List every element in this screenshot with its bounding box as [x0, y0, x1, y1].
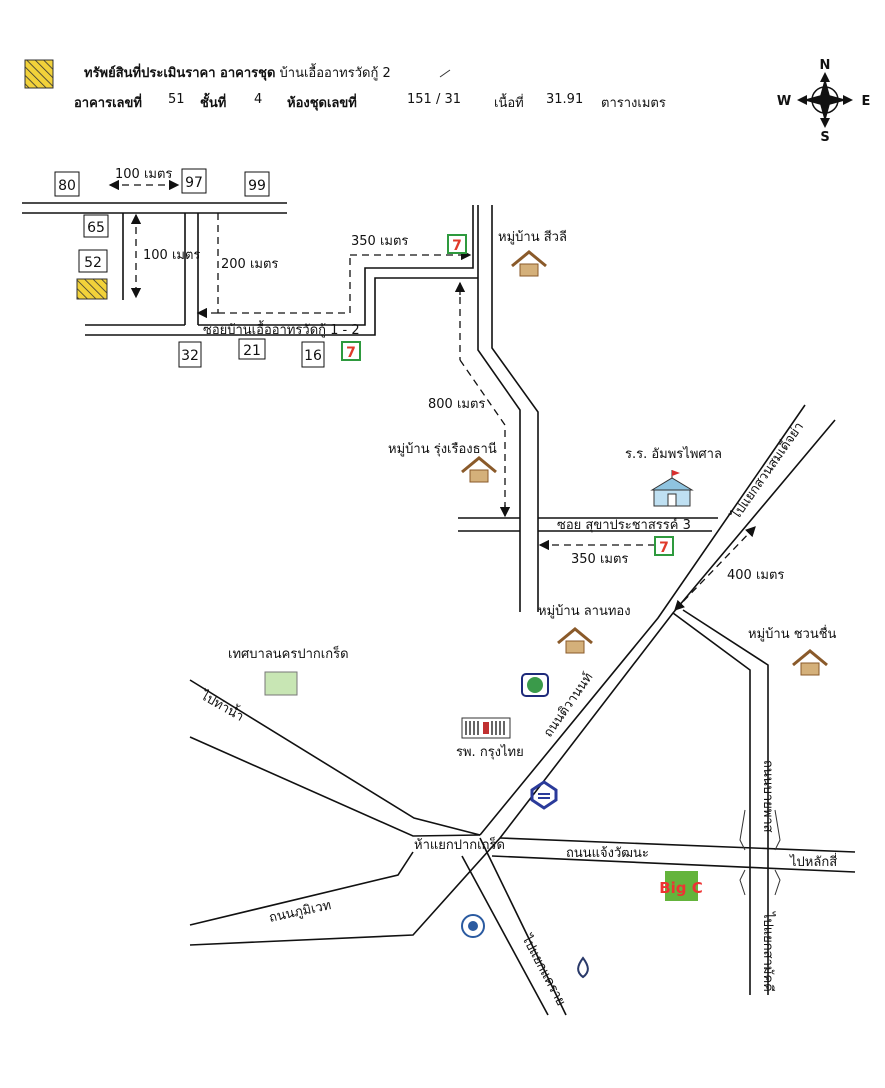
svg-text:7: 7: [346, 345, 356, 361]
compass-e: E: [862, 94, 871, 109]
road-to-tha-nam: ไปท่าน้ำ: [197, 685, 247, 725]
label-intersection: ห้าแยกปากเกร็ด: [414, 835, 505, 853]
plot-21: 21: [243, 343, 261, 359]
header-title: ทรัพย์สินที่ประเมินราคา อาคารชุด: [84, 66, 276, 81]
compass-s: S: [820, 130, 829, 145]
road-bypass-bottom: ไปแยกสามัคคี: [760, 911, 776, 992]
bank-icon: [521, 673, 549, 697]
distance-markers: [108, 179, 756, 611]
plot-80: 80: [58, 178, 76, 194]
road-to-khae-rai: ไปแยกแคราย: [518, 931, 569, 1008]
main-road-network: [189, 404, 856, 1016]
dist-350-soi: 350 เมตร: [571, 552, 628, 567]
svg-text:Big C: Big C: [659, 879, 703, 897]
road-to-lak-si: ไปหลักสี่: [789, 853, 837, 870]
plot-32: 32: [181, 348, 199, 364]
unit-no: 151 / 31: [407, 92, 461, 107]
area-label: เนื้อที่: [494, 96, 524, 111]
temple-icon: [461, 914, 485, 938]
upper-road-network: [22, 202, 718, 612]
svg-text:7: 7: [452, 238, 462, 254]
label-village-lanthong: หมู่บ้าน ลานทอง: [538, 604, 631, 619]
label-village-siwali: หมู่บ้าน สีวลี: [498, 229, 567, 245]
road-soi-uea: ซอยบ้านเอื้ออาทรวัดกู้ 1 - 2: [203, 320, 360, 338]
seven-eleven-icon: 7: [447, 234, 467, 254]
drop-icon: [577, 956, 589, 979]
plot-99: 99: [248, 178, 266, 194]
area-unit: ตารางเมตร: [601, 96, 666, 111]
building-no: 51: [168, 92, 185, 107]
plot-97: 97: [185, 175, 203, 191]
school-icon: [650, 470, 694, 507]
road-phumiwet: ถนนภูมิเวท: [268, 898, 333, 926]
compass-icon: N S E W: [777, 58, 871, 145]
dist-100-side: 100 เมตร: [143, 248, 200, 263]
subject-legend-swatch: [24, 59, 54, 89]
bigc-icon: Big C: [659, 871, 703, 901]
road-soi-sukha: ซอย สุขาประชาสรรค์ 3: [557, 517, 691, 533]
plot-65: 65: [87, 220, 105, 236]
seven-eleven-icon: 7: [341, 341, 361, 361]
label-school: ร.ร. อัมพรไพศาล: [625, 446, 722, 462]
label-hospital: รพ. กรุงไทย: [456, 744, 524, 760]
road-bypass-top: ถนนบายพาส: [760, 760, 775, 833]
bank-icon: [530, 780, 558, 810]
label-municipality: เทศบาลนครปากเกร็ด: [228, 644, 349, 662]
compass-n: N: [820, 58, 831, 73]
plot-52: 52: [84, 255, 102, 271]
svg-text:7: 7: [659, 540, 669, 556]
building-label: อาคารเลขที่: [74, 96, 142, 111]
unit-label: ห้องชุดเลขที่: [287, 96, 357, 111]
municipality-icon: [264, 671, 298, 696]
seven-eleven-icon: 7: [654, 536, 674, 556]
village-icon: [557, 627, 593, 654]
road-to-lam-khlong: ไปแยกสวนสมเด็จย่า: [726, 418, 807, 523]
label-village-chuanchuen: หมู่บ้าน ชวนชื่น: [748, 625, 837, 642]
village-icon: [792, 649, 828, 676]
header-line1: ทรัพย์สินที่ประเมินราคา อาคารชุด บ้านเอื…: [84, 62, 391, 83]
compass-w: W: [777, 94, 791, 109]
floor-label: ชั้นที่: [200, 96, 227, 111]
dist-800: 800 เมตร: [428, 397, 485, 412]
header-project: บ้านเอื้ออาทรวัดกู้ 2: [279, 66, 391, 81]
road-chaeng: ถนนแจ้งวัฒนะ: [566, 846, 649, 861]
hospital-icon: [461, 717, 511, 739]
dist-100-top: 100 เมตร: [115, 167, 172, 182]
label-village-rung: หมู่บ้าน รุ่งเรืองธานี: [388, 441, 497, 457]
plot-16: 16: [304, 348, 322, 364]
dist-350-top: 350 เมตร: [351, 234, 408, 249]
area-value: 31.91: [546, 92, 584, 107]
dist-200: 200 เมตร: [221, 257, 278, 272]
plot-boxes: 80 97 99 65 52 32 21 16: [54, 168, 325, 368]
dist-400: 400 เมตร: [727, 568, 784, 583]
village-icon: [461, 456, 497, 483]
subject-plot-swatch: [76, 278, 108, 300]
floor-no: 4: [254, 92, 263, 107]
village-icon: [511, 250, 547, 277]
